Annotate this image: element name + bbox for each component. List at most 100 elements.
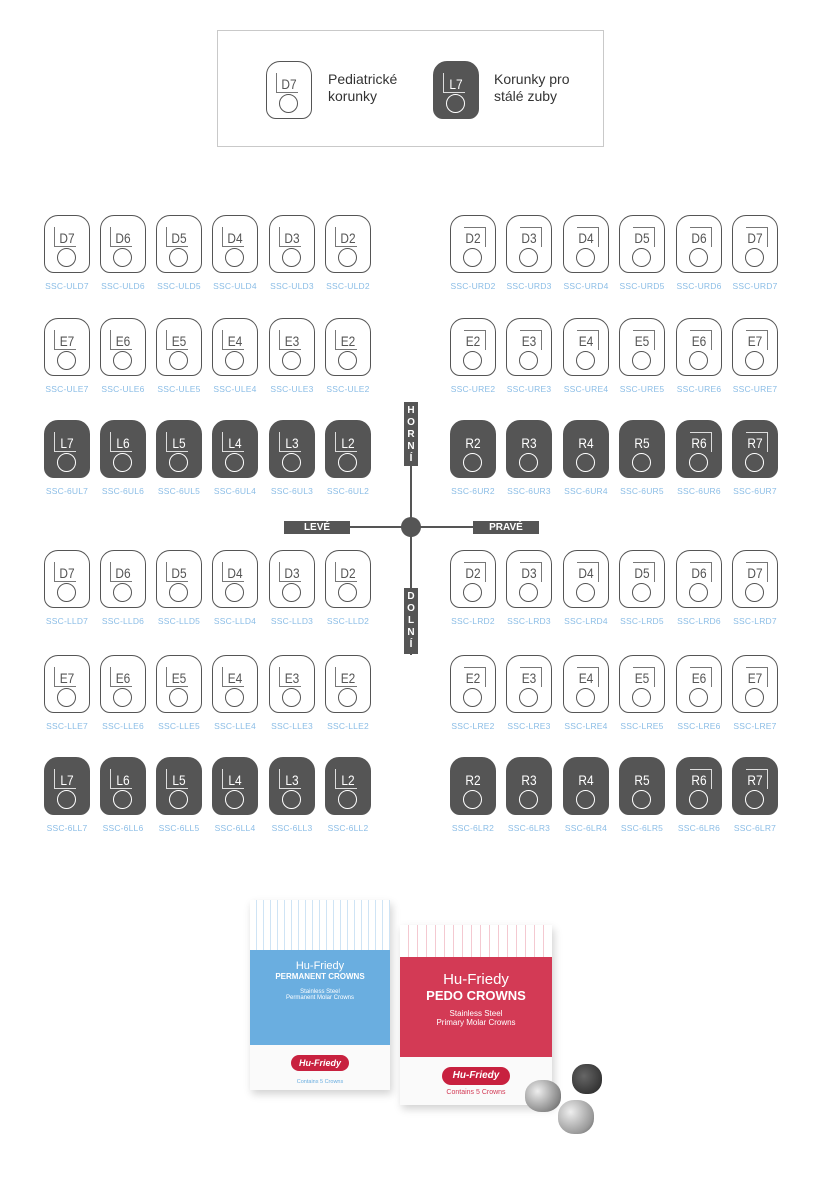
crown-tile[interactable]: E7: [732, 318, 778, 376]
crown-tile[interactable]: R4: [563, 420, 609, 478]
crown-tile[interactable]: L4: [212, 420, 258, 478]
circle-icon: [282, 790, 301, 809]
tooth-bracket-icon: [279, 769, 301, 789]
circle-icon: [113, 248, 132, 267]
crown-tile[interactable]: D4: [212, 215, 258, 273]
crown-code: SSC-LRE4: [564, 721, 608, 731]
crown-tile[interactable]: D6: [676, 550, 722, 608]
crown-tile[interactable]: E3: [506, 655, 552, 713]
label-lower: D O L N Í: [404, 588, 418, 654]
crown-tile[interactable]: D5: [156, 550, 202, 608]
tooth-bracket-icon: [279, 227, 301, 247]
crown-tile[interactable]: E5: [619, 318, 665, 376]
crown-tile[interactable]: R3: [506, 757, 552, 815]
crown-tile[interactable]: R6: [676, 757, 722, 815]
crown-tile[interactable]: E5: [156, 318, 202, 376]
tooth-bracket-icon: [110, 667, 132, 687]
crown-tile[interactable]: D7: [44, 215, 90, 273]
crown-tile[interactable]: D2: [450, 550, 496, 608]
circle-icon: [519, 453, 538, 472]
circle-icon: [169, 453, 188, 472]
crown-tile[interactable]: L3: [269, 757, 315, 815]
crown-tile[interactable]: D7: [732, 215, 778, 273]
crown-tile[interactable]: R7: [732, 757, 778, 815]
crown-code: SSC-ULE6: [101, 384, 145, 394]
crown-tile[interactable]: L5: [156, 420, 202, 478]
circle-icon: [338, 453, 357, 472]
crown-tile[interactable]: D2: [325, 215, 371, 273]
crown-tile[interactable]: E2: [325, 655, 371, 713]
crown-tile[interactable]: R4: [563, 757, 609, 815]
crown-tile[interactable]: L6: [100, 757, 146, 815]
crown-tile[interactable]: E6: [676, 655, 722, 713]
crown-tile[interactable]: E3: [269, 318, 315, 376]
tooth-bracket-icon: [577, 667, 599, 687]
circle-icon: [745, 453, 764, 472]
tooth-bracket-icon: [746, 667, 768, 687]
tooth-label: R6: [691, 772, 707, 788]
permanent-crowns-box: Hu-Friedy PERMANENT CROWNS Stainless Ste…: [250, 900, 390, 1090]
crown-tile[interactable]: E2: [450, 655, 496, 713]
tooth-bracket-icon: [166, 227, 188, 247]
crown-tile[interactable]: D4: [212, 550, 258, 608]
crown-tile[interactable]: R5: [619, 757, 665, 815]
crown-tile[interactable]: R6: [676, 420, 722, 478]
crown-tile[interactable]: E4: [212, 318, 258, 376]
crown-tile[interactable]: E5: [156, 655, 202, 713]
crown-tile[interactable]: E6: [676, 318, 722, 376]
crown-tile[interactable]: D3: [269, 215, 315, 273]
crown-tile[interactable]: R2: [450, 420, 496, 478]
crown-tile[interactable]: E4: [212, 655, 258, 713]
tooth-bracket-icon: [222, 432, 244, 452]
crown-tile[interactable]: E4: [563, 318, 609, 376]
circle-icon: [169, 790, 188, 809]
crown-tile[interactable]: D3: [506, 550, 552, 608]
crown-tile[interactable]: D6: [676, 215, 722, 273]
crown-tile[interactable]: L2: [325, 757, 371, 815]
crown-tile[interactable]: L5: [156, 757, 202, 815]
crown-tile[interactable]: E2: [450, 318, 496, 376]
crown-tile[interactable]: D3: [269, 550, 315, 608]
crown-tile[interactable]: R2: [450, 757, 496, 815]
crown-tile[interactable]: E2: [325, 318, 371, 376]
crown-tile[interactable]: D2: [450, 215, 496, 273]
crown-tile[interactable]: D5: [156, 215, 202, 273]
tooth-bracket-icon: [746, 562, 768, 582]
tooth-bracket-icon: [464, 562, 486, 582]
crown-tile[interactable]: R5: [619, 420, 665, 478]
crown-tile[interactable]: D5: [619, 550, 665, 608]
tooth-bracket-icon: [335, 330, 357, 350]
crown-tile[interactable]: D6: [100, 550, 146, 608]
crown-tile[interactable]: D5: [619, 215, 665, 273]
crown-tile[interactable]: D7: [44, 550, 90, 608]
crown-tile[interactable]: E3: [506, 318, 552, 376]
crown-tile[interactable]: L7: [44, 420, 90, 478]
crown-tile[interactable]: D3: [506, 215, 552, 273]
crown-tile[interactable]: R7: [732, 420, 778, 478]
crown-tile[interactable]: R3: [506, 420, 552, 478]
crown-tile[interactable]: D7: [732, 550, 778, 608]
crown-tile[interactable]: L2: [325, 420, 371, 478]
crown-tile[interactable]: E4: [563, 655, 609, 713]
tooth-bracket-icon: [54, 432, 76, 452]
crown-tile[interactable]: D2: [325, 550, 371, 608]
tooth-bracket-icon: [746, 227, 768, 247]
crown-tile[interactable]: E6: [100, 318, 146, 376]
crown-tile[interactable]: E3: [269, 655, 315, 713]
crown-tile[interactable]: D4: [563, 215, 609, 273]
crown-tile[interactable]: L6: [100, 420, 146, 478]
tooth-label: D6: [691, 230, 707, 246]
crown-tile[interactable]: E6: [100, 655, 146, 713]
crown-tile[interactable]: E7: [44, 318, 90, 376]
crown-tile[interactable]: E7: [44, 655, 90, 713]
tooth-bracket-icon: [746, 769, 768, 789]
crown-tile[interactable]: E5: [619, 655, 665, 713]
crown-tile[interactable]: L3: [269, 420, 315, 478]
crown-tile[interactable]: D6: [100, 215, 146, 273]
crown-tile[interactable]: L7: [44, 757, 90, 815]
circle-icon: [338, 583, 357, 602]
crown-tile[interactable]: D4: [563, 550, 609, 608]
crown-tile[interactable]: E7: [732, 655, 778, 713]
crown-tile[interactable]: L4: [212, 757, 258, 815]
crown-code: SSC-LRD5: [620, 616, 664, 626]
